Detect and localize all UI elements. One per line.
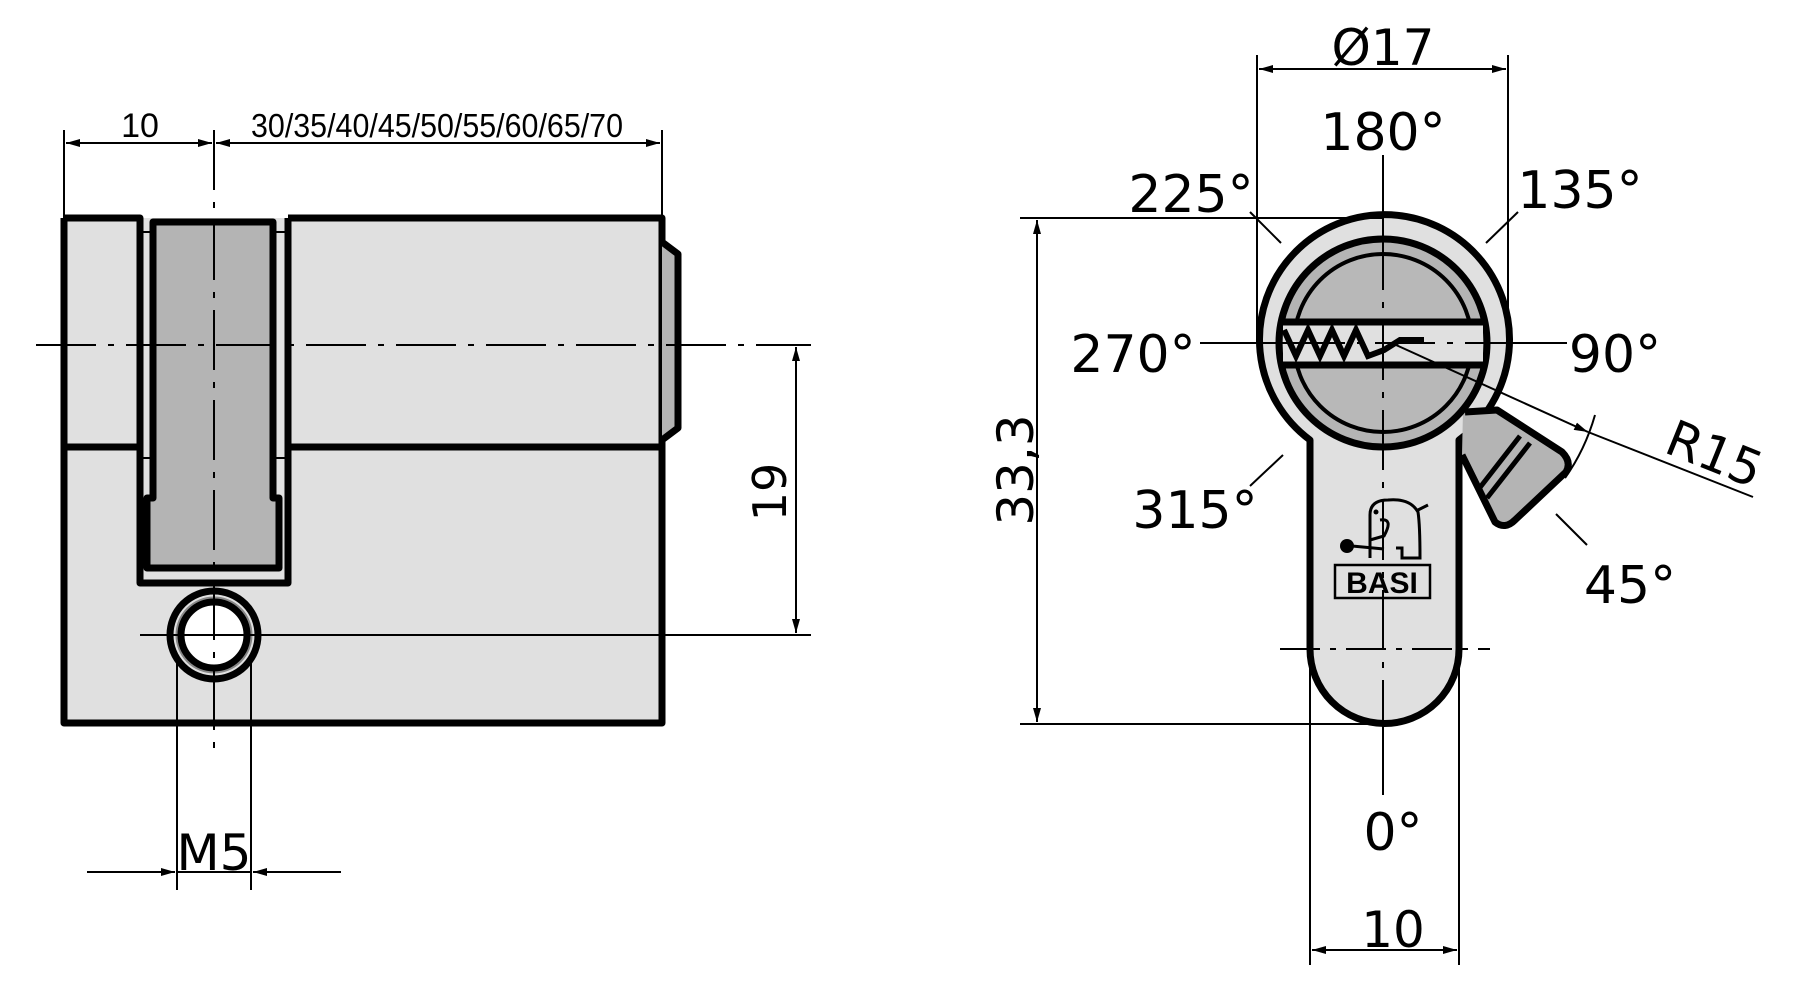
dimension-center-distance: 19 bbox=[743, 347, 800, 633]
dim-lengths-label: 30/35/40/45/50/55/60/65/70 bbox=[251, 107, 623, 144]
dimension-screw-thread: M5 bbox=[87, 660, 341, 890]
side-view: 10 30/35/40/45/50/55/60/65/70 19 M5 bbox=[36, 107, 811, 890]
basi-logo: BASI bbox=[1333, 498, 1432, 600]
angle-90-label: 90° bbox=[1569, 325, 1661, 385]
angle-180-label: 180° bbox=[1320, 103, 1445, 163]
dim-bottom-width-label: 10 bbox=[1361, 901, 1425, 959]
rear-knob bbox=[659, 239, 682, 443]
dimension-height: 33,3 bbox=[987, 217, 1383, 725]
dim-screw-thread-label: M5 bbox=[177, 824, 252, 882]
dim-diameter-label: Ø17 bbox=[1332, 19, 1435, 77]
angle-0-label: 0° bbox=[1363, 803, 1422, 863]
cam-lever bbox=[1458, 406, 1572, 529]
dim-cam-radius-label: R15 bbox=[1658, 409, 1771, 500]
elephant-icon bbox=[1368, 498, 1429, 560]
dim-front-length-label: 10 bbox=[121, 107, 159, 145]
brand-text: BASI bbox=[1346, 567, 1418, 600]
angle-270-label: 270° bbox=[1070, 325, 1195, 385]
dim-center-distance-label: 19 bbox=[743, 463, 797, 522]
angle-315-label: 315° bbox=[1132, 481, 1257, 541]
cam bbox=[143, 218, 283, 572]
keyway-icon bbox=[1281, 322, 1424, 364]
dimension-front-length: 10 30/35/40/45/50/55/60/65/70 bbox=[63, 107, 663, 218]
dimension-diameter: Ø17 bbox=[1256, 19, 1509, 343]
angle-45-label: 45° bbox=[1584, 556, 1676, 616]
key-icon bbox=[1340, 539, 1354, 553]
angle-135-label: 135° bbox=[1517, 161, 1642, 221]
dim-height-label: 33,3 bbox=[987, 414, 1045, 525]
front-view: BASI Ø17 33,3 10 180° 225° 135° 270° 90° bbox=[987, 19, 1771, 965]
dimension-bottom-width: 10 bbox=[1309, 649, 1460, 965]
angle-225-label: 225° bbox=[1128, 165, 1253, 225]
